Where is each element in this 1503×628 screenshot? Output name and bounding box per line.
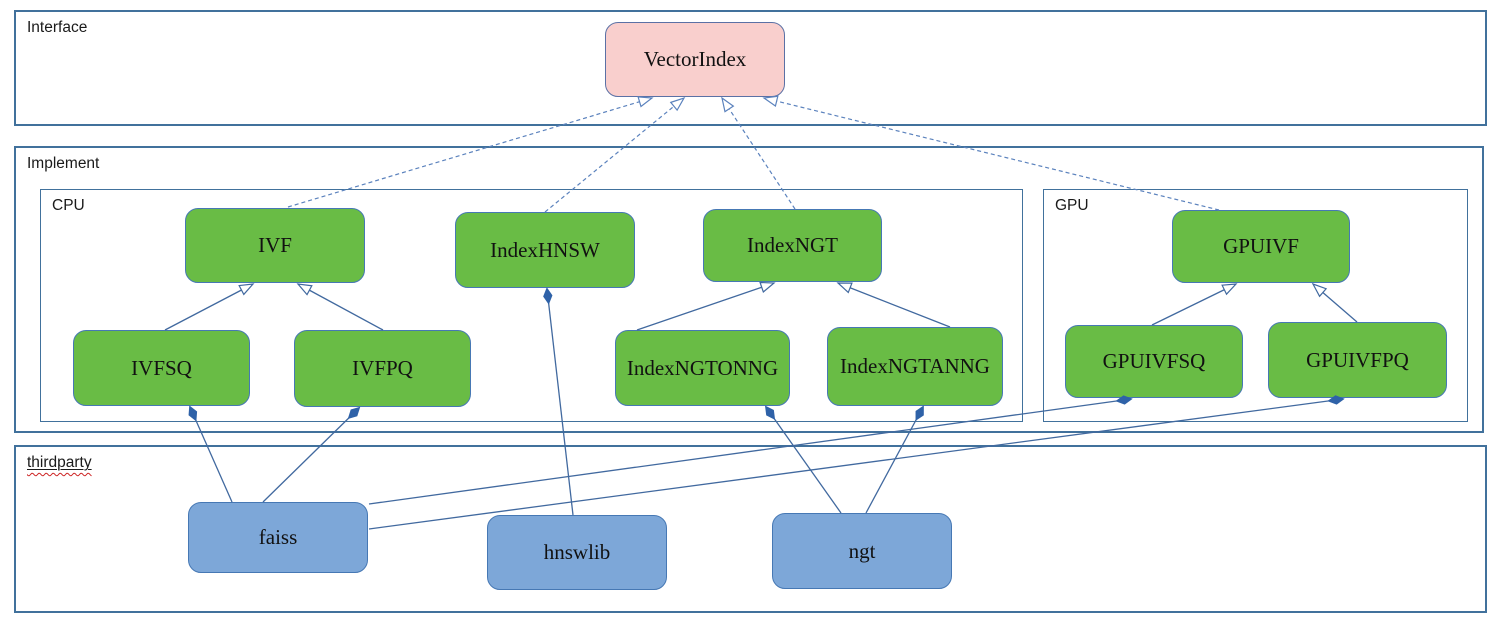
node-label-faiss: faiss [258,525,298,549]
node-label-ivf: IVF [258,233,292,257]
node-indexhnsw[interactable]: IndexHNSW [455,212,635,288]
node-indexngt[interactable]: IndexNGT [703,209,882,282]
node-vectorindex[interactable]: VectorIndex [605,22,785,97]
node-label-gpuivfsq: GPUIVFSQ [1102,349,1206,373]
group-label-interface: Interface [27,19,88,36]
node-ivfpq[interactable]: IVFPQ [294,330,471,407]
node-indexngtanng[interactable]: IndexNGTANNG [827,327,1003,406]
node-label-indexngtanng: IndexNGTANNG [840,354,990,378]
node-label-gpuivfpq: GPUIVFPQ [1306,347,1409,372]
node-gpuivfpq[interactable]: GPUIVFPQ [1268,322,1447,398]
node-gpuivf[interactable]: GPUIVF [1172,210,1350,283]
node-label-hnswlib: hnswlib [543,540,611,564]
node-ngt[interactable]: ngt [772,513,952,589]
group-label-thirdparty: thirdparty [27,454,92,472]
node-label-vectorindex: VectorIndex [643,47,747,71]
node-label-indexhnsw: IndexHNSW [490,237,600,262]
node-label-ngt: ngt [848,538,876,563]
node-label-ivfpq: IVFPQ [352,356,413,380]
node-label-indexngt: IndexNGT [747,233,838,257]
node-indexngtonng[interactable]: IndexNGTONNG [615,330,790,406]
node-label-ivfsq: IVFSQ [131,355,192,380]
node-ivf[interactable]: IVF [185,208,365,283]
node-ivfsq[interactable]: IVFSQ [73,330,250,406]
group-label-text-thirdparty: thirdparty [27,454,92,471]
node-label-indexngtonng: IndexNGTONNG [626,355,779,380]
node-gpuivfsq[interactable]: GPUIVFSQ [1065,325,1243,398]
group-label-implement: Implement [27,155,100,172]
group-label-gpu: GPU [1055,197,1089,214]
group-label-cpu: CPU [52,197,85,214]
node-hnswlib[interactable]: hnswlib [487,515,667,590]
node-label-gpuivf: GPUIVF [1223,234,1299,258]
node-faiss[interactable]: faiss [188,502,368,573]
